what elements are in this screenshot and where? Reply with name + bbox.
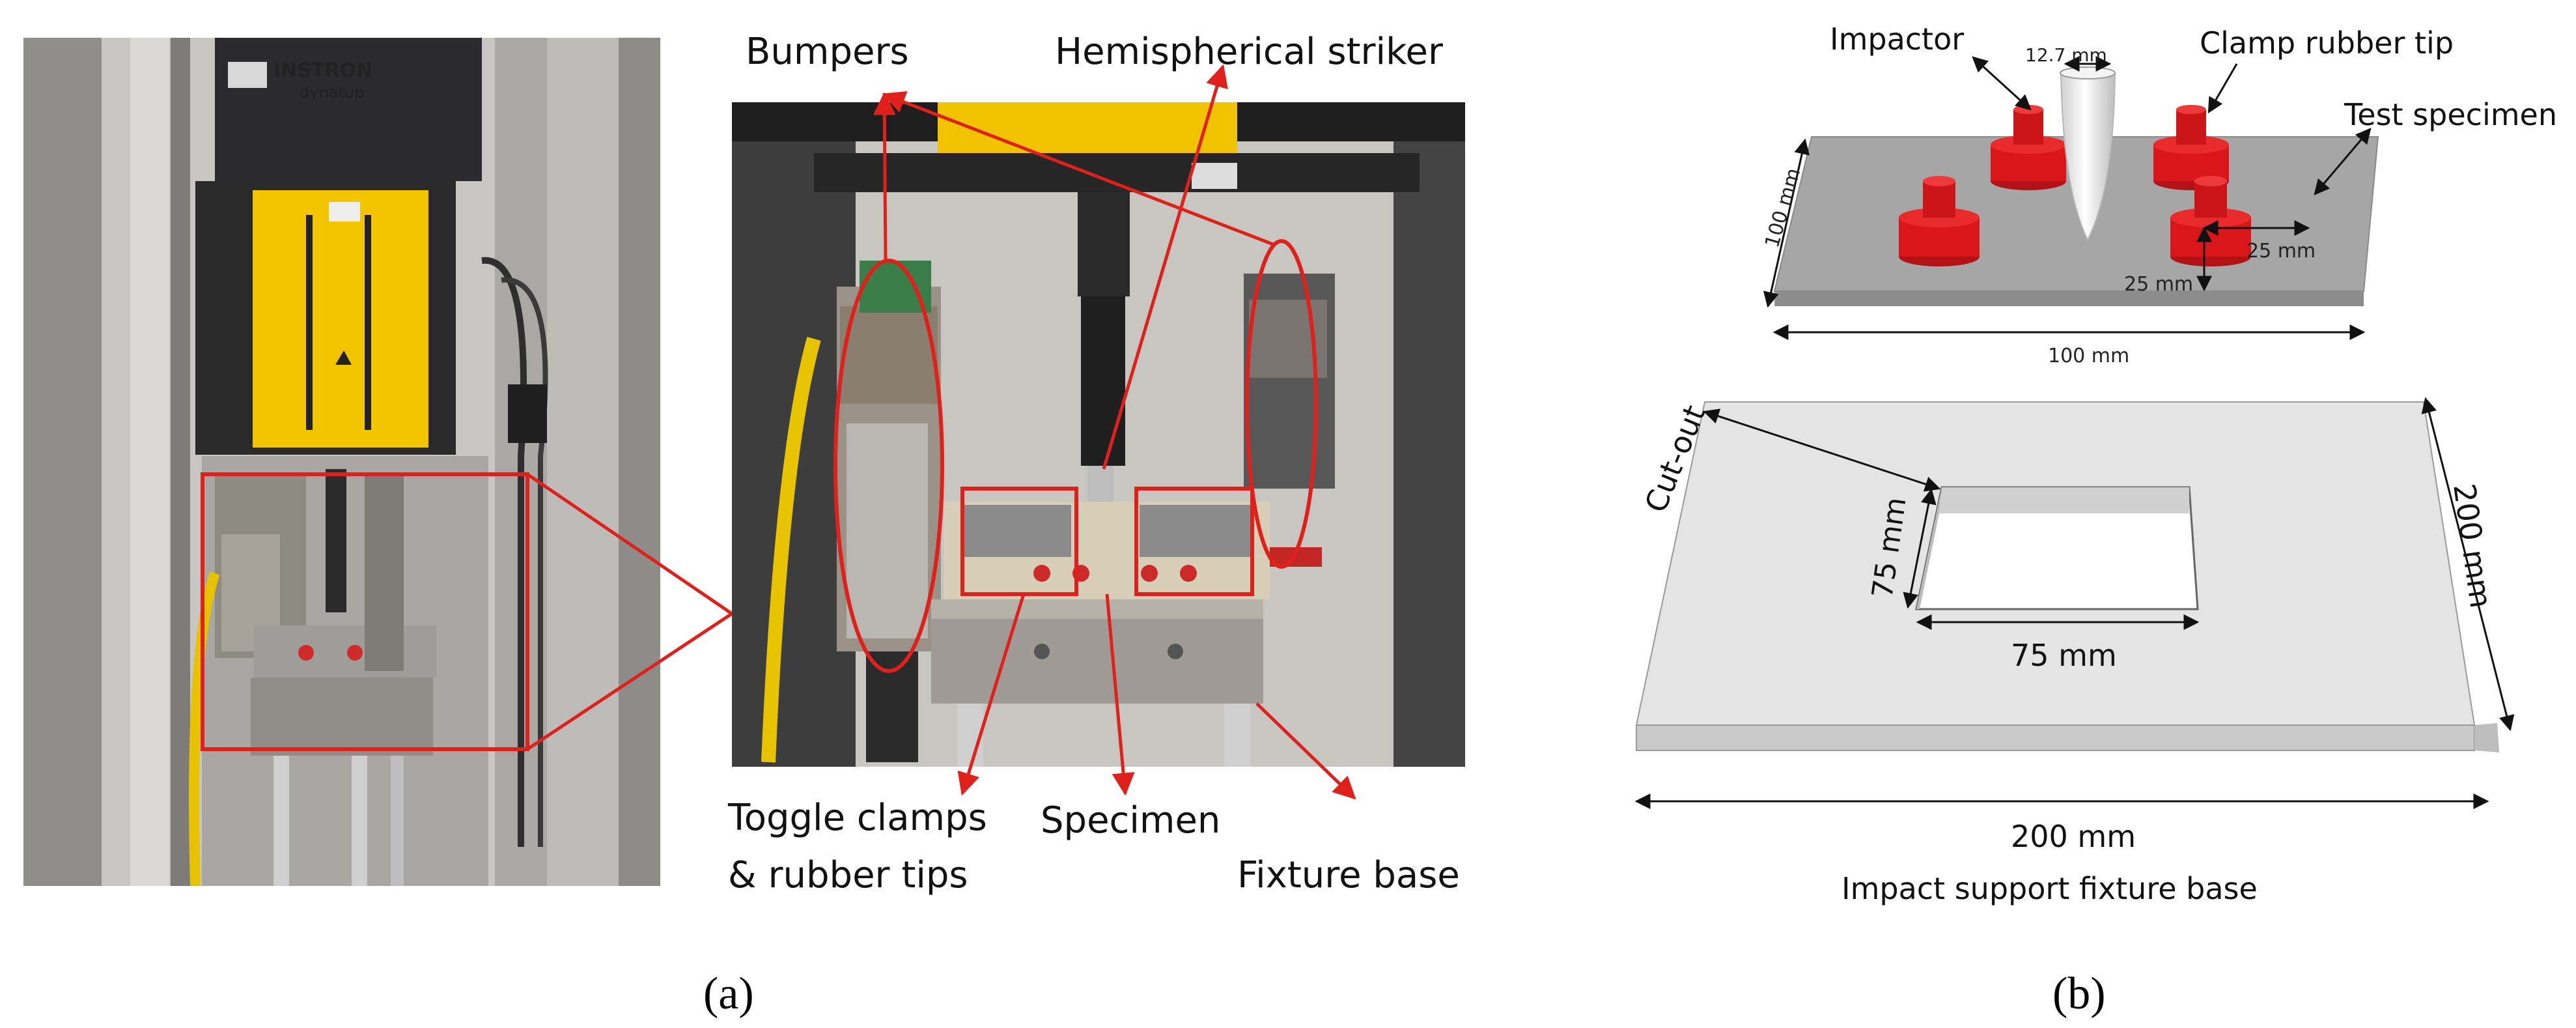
label-fixture-base: Fixture base	[1237, 854, 1460, 896]
label-test-specimen: Test specimen	[2344, 97, 2557, 132]
fixture-base-diagram	[1635, 401, 2499, 752]
caption-a: (a)	[703, 969, 754, 1019]
label-cutout-width: 75 mm	[2011, 638, 2117, 673]
clamp-tip-back-left	[1991, 105, 2066, 190]
label-clamp-rubber-tip: Clamp rubber tip	[2200, 25, 2454, 61]
label-bumpers: Bumpers	[746, 31, 909, 73]
caption-b: (b)	[2052, 969, 2106, 1019]
clamp-tip-front-left	[1899, 176, 1980, 266]
zoom-connector	[526, 472, 733, 751]
label-base-width: 200 mm	[2011, 819, 2136, 854]
label-hemispherical-striker: Hemispherical striker	[1055, 31, 1444, 73]
label-rubber-tips: & rubber tips	[728, 854, 968, 896]
fixture-dimensions	[1634, 397, 2515, 809]
label-specimen-width: 100 mm	[2048, 345, 2129, 367]
label-toggle-clamps: Toggle clamps	[727, 797, 987, 839]
zoomed-photo	[732, 102, 1465, 767]
label-base-depth: 200 mm	[2446, 481, 2499, 610]
specimen-diagram	[1773, 66, 2379, 306]
specimen-dimensions	[1763, 56, 2372, 340]
instron-brand: INSTRON	[273, 59, 372, 82]
label-impactor: Impactor	[1830, 21, 1964, 57]
label-specimen: Specimen	[1041, 799, 1220, 842]
annotation-arrows-a	[873, 64, 1356, 800]
instron-subbrand: dynatup	[300, 83, 364, 102]
machine-photo: INSTRON dynatup	[23, 38, 660, 887]
label-impactor-diameter: 12.7 mm	[2025, 44, 2107, 66]
label-offset-x: 25 mm	[2247, 240, 2316, 263]
label-offset-y: 25 mm	[2124, 273, 2193, 296]
label-fixture-base-title: Impact support fixture base	[1841, 871, 2258, 906]
